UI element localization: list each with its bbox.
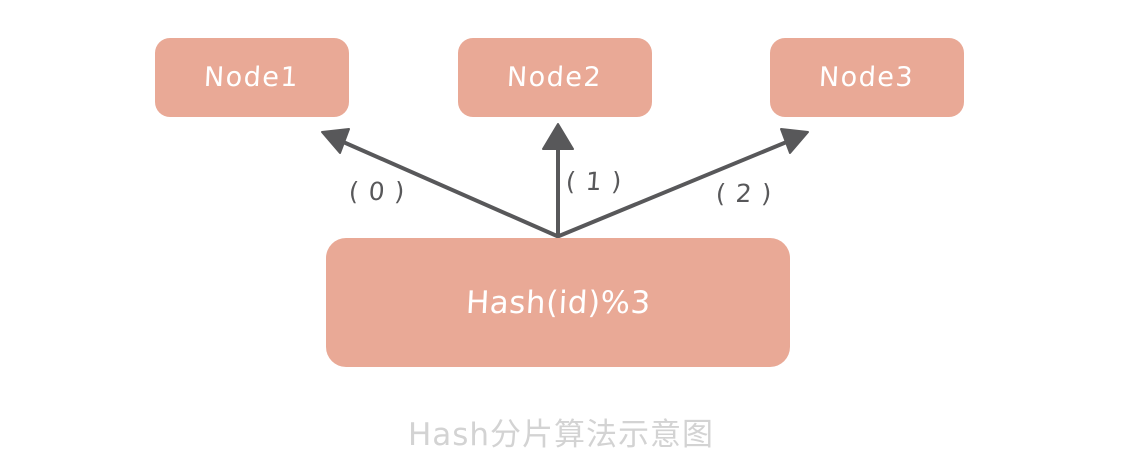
diagram-caption: Hash分片算法示意图 <box>407 417 715 453</box>
node-box-node-1[interactable]: Node1 <box>155 38 349 117</box>
node-box-node-3[interactable]: Node3 <box>770 38 964 117</box>
arrow-head-to-node-1 <box>321 128 350 154</box>
hash-function-box[interactable]: Hash(id)%3 <box>326 238 790 367</box>
edge-label-1: ( 1 ) <box>564 167 624 196</box>
arrow-head-to-node-2 <box>542 123 574 150</box>
node-label: Node1 <box>203 62 301 93</box>
edge-label-0: ( 0 ) <box>347 177 407 206</box>
node-label: Node2 <box>506 62 604 93</box>
node-box-node-2[interactable]: Node2 <box>458 38 652 117</box>
node-label: Node3 <box>818 62 916 93</box>
arrow-head-to-node-3 <box>780 128 809 154</box>
hash-function-label: Hash(id)%3 <box>464 284 652 321</box>
edge-label-2: ( 2 ) <box>714 179 774 208</box>
